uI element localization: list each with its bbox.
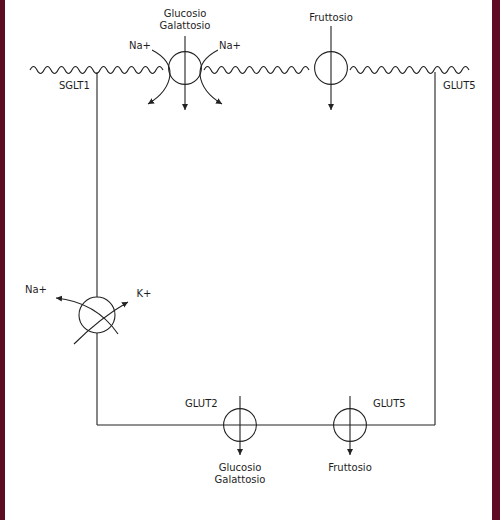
substance-label: Na+: [218, 40, 242, 52]
substance-label: Fruttosio: [327, 462, 373, 474]
substance-label: K+: [136, 288, 153, 300]
cell-outline: [97, 72, 435, 425]
transporter-name: GLUT5: [372, 398, 407, 410]
substance-label: Glucosio Galattosio: [155, 8, 215, 32]
na-k-pump: [79, 297, 115, 333]
transporter-circle: SGLT1: [168, 51, 202, 85]
transporter-name: SGLT1: [58, 80, 91, 92]
transporter-name: GLUT2: [184, 398, 219, 410]
substance-label: Glucosio Galattosio: [210, 462, 270, 486]
transporter-outline: [333, 408, 367, 442]
transporter-circle: GLUT2: [223, 408, 257, 442]
transporter-outline: [168, 51, 202, 85]
transport-arrows: [56, 26, 350, 455]
transporter-outline: [314, 51, 348, 85]
substance-label: Fruttosio: [308, 12, 354, 24]
substance-label: Na+: [128, 40, 152, 52]
image-ground: [5, 0, 492, 520]
transporter-outline: [223, 408, 257, 442]
transporter-name: GLUT5: [442, 80, 477, 92]
transporter-circle: GLUT5: [314, 51, 348, 85]
brush-border: [30, 67, 469, 74]
substance-label: Na+: [24, 284, 48, 296]
transporter-circle: GLUT5: [333, 408, 367, 442]
